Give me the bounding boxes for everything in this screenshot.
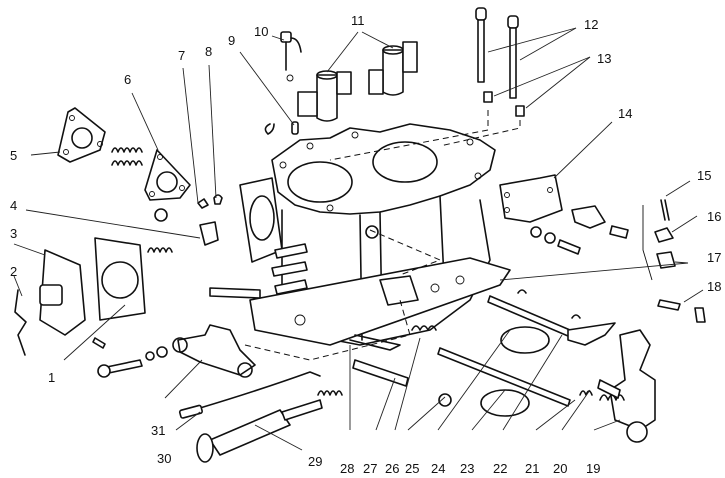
callout-11: 11 (351, 13, 365, 28)
washer (544, 232, 556, 244)
callout-31: 31 (151, 423, 166, 438)
callout-23: 23 (460, 461, 475, 476)
pin (92, 337, 106, 349)
wire-connector (178, 404, 203, 419)
callout-21: 21 (525, 461, 540, 476)
callout-13: 13 (597, 51, 612, 66)
part-31-heater-housing (172, 324, 256, 378)
callout-15: 15 (697, 168, 712, 183)
assembly-lines (244, 110, 521, 361)
callout-19: 19 (586, 461, 601, 476)
washer (530, 226, 542, 238)
washer (145, 351, 155, 361)
part-14-bracket (499, 174, 563, 223)
part-3-cover-housing (39, 249, 86, 336)
screw (557, 239, 581, 255)
throttle-lever-assembly (579, 329, 656, 443)
nut (154, 208, 168, 222)
part-8-jet (213, 194, 223, 205)
callout-22: 22 (493, 461, 508, 476)
callout-4: 4 (10, 198, 18, 213)
part-30-wire (199, 371, 321, 409)
spring-1 (147, 247, 173, 253)
callout-3: 3 (10, 226, 18, 241)
washer (156, 346, 168, 358)
callout-16: 16 (707, 209, 722, 224)
screw (609, 225, 629, 239)
part-5-pump-cover (57, 107, 106, 163)
part-24-throttle-valve (500, 326, 550, 354)
callout-20: 20 (553, 461, 568, 476)
clip (694, 307, 706, 323)
callout-25: 25 (405, 461, 420, 476)
callout-5: 5 (10, 148, 18, 163)
bracket-line (642, 205, 653, 281)
callout-24: 24 (431, 461, 446, 476)
screw-head (97, 364, 111, 378)
callout-2: 2 (10, 264, 18, 279)
part-25-plug (438, 393, 452, 407)
callout-6: 6 (124, 72, 132, 87)
part-17-clamp (656, 251, 676, 269)
callout-7: 7 (178, 48, 186, 63)
callout-1: 1 (48, 370, 56, 385)
callout-26: 26 (385, 461, 400, 476)
part-27-screw (352, 359, 409, 387)
bracket-plate (571, 205, 606, 229)
part-18-screw (657, 299, 681, 311)
part-16-clamp (654, 227, 674, 243)
part-10-valve (280, 31, 302, 82)
part-4-bracket (199, 221, 219, 246)
callout-29: 29 (308, 454, 323, 469)
callout-14: 14 (618, 106, 633, 121)
part-23-throttle-valve (480, 389, 530, 417)
callout-9: 9 (228, 33, 236, 48)
part-12-jets (475, 7, 519, 99)
callout-8: 8 (205, 44, 213, 59)
part-1-diaphragm-cover (94, 237, 146, 321)
callout-17: 17 (707, 250, 722, 265)
part-11-tubes (297, 41, 418, 122)
part-29-adjusting-screw (196, 390, 343, 463)
callout-10: 10 (254, 24, 269, 39)
part-2-lever (14, 289, 27, 356)
part-22-throttle-shaft (487, 289, 616, 346)
part-6-diaphragm (144, 149, 191, 201)
secondary-shaft (437, 347, 571, 407)
part-7-screw (197, 198, 209, 209)
callout-28: 28 (340, 461, 355, 476)
leader-lines (13, 27, 704, 451)
part-26-spring (411, 325, 437, 331)
callout-18: 18 (707, 279, 722, 294)
callout-27: 27 (363, 461, 378, 476)
part-15-spring (660, 199, 670, 221)
callout-30: 30 (157, 451, 172, 466)
shaft (209, 287, 261, 299)
carburetor-body (239, 123, 511, 351)
spring-5-6 (111, 147, 143, 166)
callout-12: 12 (584, 17, 599, 32)
part-13-jet-b (515, 105, 525, 117)
part-13-jet-a (483, 91, 493, 103)
